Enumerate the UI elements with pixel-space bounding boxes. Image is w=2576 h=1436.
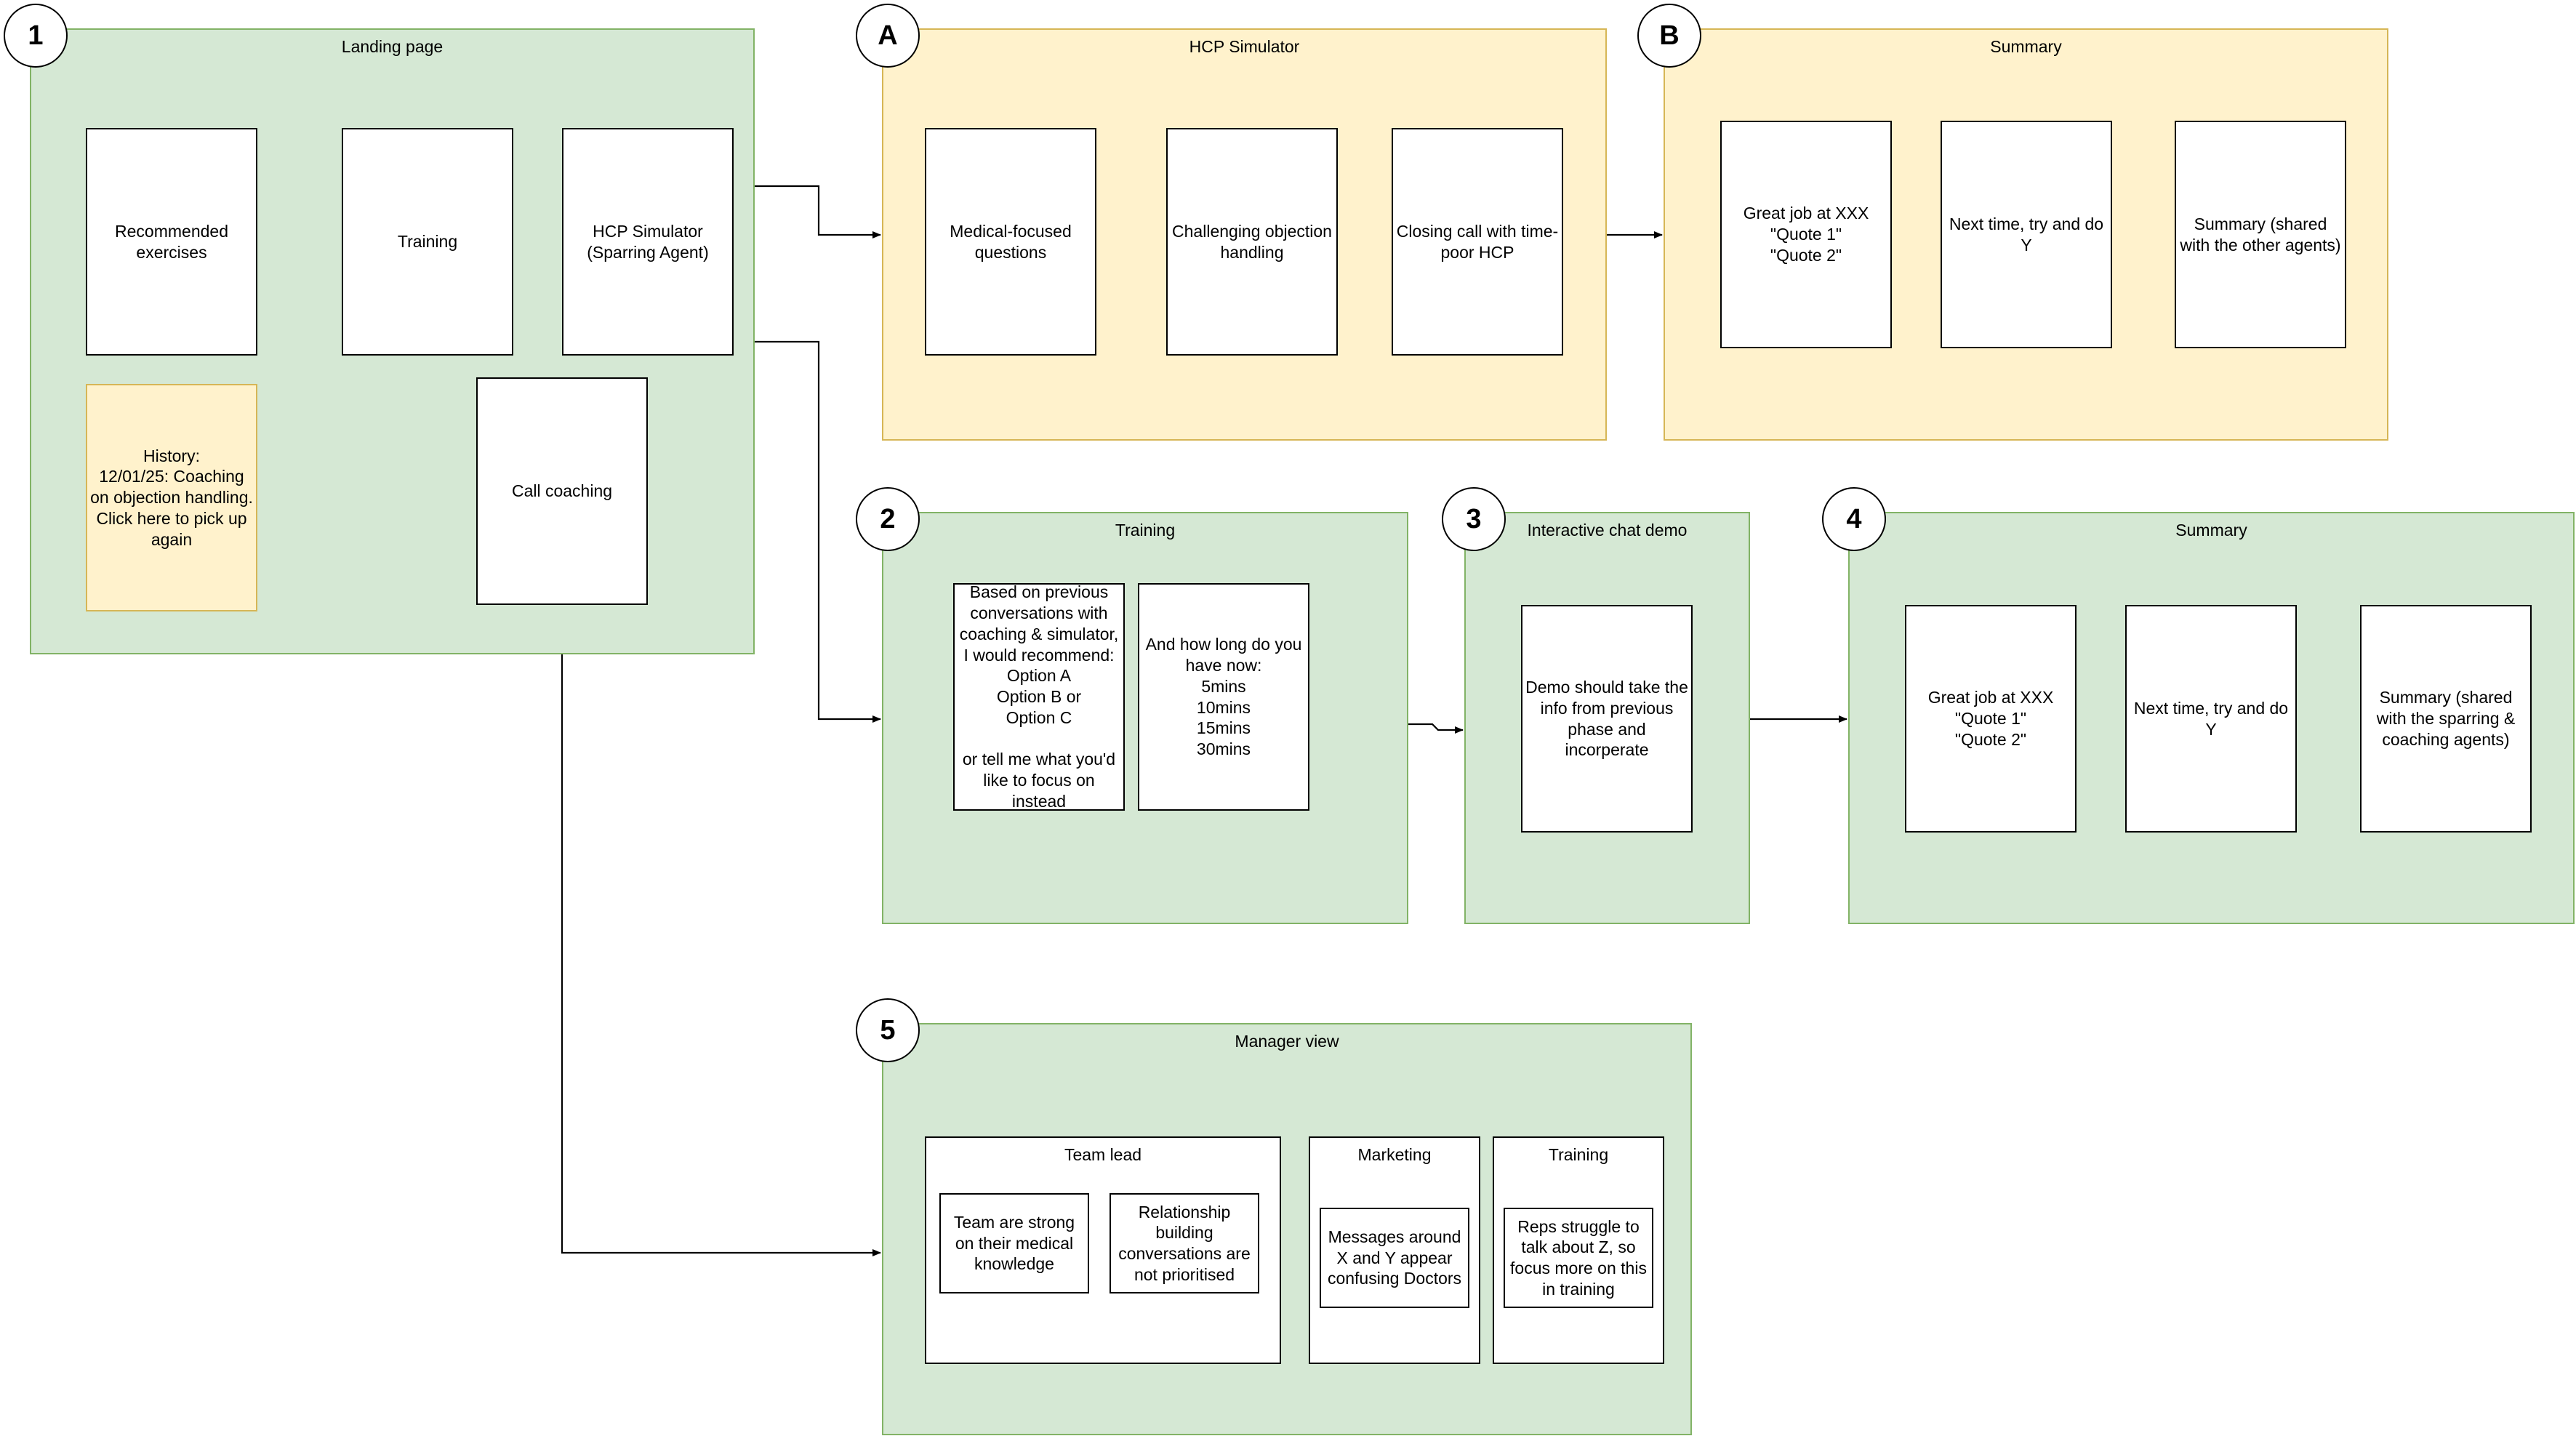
summary-4-next-time-card[interactable]: Next time, try and do Y [2125,605,2297,833]
history-card[interactable]: History: 12/01/25: Coaching on objection… [86,384,257,611]
step-badge-2: 2 [856,487,920,551]
step-badge-3: 3 [1442,487,1506,551]
marketing-title: Marketing [1357,1145,1432,1164]
arrow-training-to-demo [1408,723,1464,734]
team-lead-relationship-card[interactable]: Relationship building conversations are … [1110,1193,1259,1293]
arrow-landing-to-manager [561,654,881,1256]
hcp-simulator-card[interactable]: HCP Simulator (Sparring Agent) [562,128,734,356]
manager-view-title: Manager view [1235,1032,1339,1051]
hcp-simulator-title: HCP Simulator [1189,37,1300,56]
step-badge-4: 4 [1822,487,1886,551]
step-badge-1: 1 [4,4,68,68]
step-badge-a: A [856,4,920,68]
summary-b-shared-card[interactable]: Summary (shared with the other agents) [2175,121,2346,348]
manager-training-insight-card[interactable]: Reps struggle to talk about Z, so focus … [1504,1208,1653,1308]
training-recommendation-card[interactable]: Based on previous conversations with coa… [953,582,1125,811]
arrow-landing-to-hcp [755,185,881,238]
call-coaching-card[interactable]: Call coaching [476,377,648,605]
step-badge-5: 5 [856,998,920,1062]
training-title: Training [1115,521,1176,539]
summary-b-next-time-card[interactable]: Next time, try and do Y [1941,121,2112,348]
marketing-insight-card[interactable]: Messages around X and Y appear confusing… [1320,1208,1469,1308]
recommended-exercises-card[interactable]: Recommended exercises [86,128,257,356]
summary-4-title: Summary [2175,521,2247,539]
chat-demo-title: Interactive chat demo [1527,521,1688,539]
closing-call-card[interactable]: Closing call with time- poor HCP [1392,128,1563,356]
summary-4-great-job-card[interactable]: Great job at XXX "Quote 1" "Quote 2" [1905,605,2077,833]
team-lead-title: Team lead [1064,1145,1142,1164]
landing-page-title: Landing page [341,37,444,56]
summary-b-title: Summary [1990,37,2062,56]
chat-demo-card[interactable]: Demo should take the info from previous … [1521,605,1693,833]
team-lead-strength-card[interactable]: Team are strong on their medical knowled… [939,1193,1089,1293]
objection-handling-card[interactable]: Challenging objection handling [1166,128,1338,356]
training-card[interactable]: Training [342,128,513,356]
medical-questions-card[interactable]: Medical-focused questions [925,128,1096,356]
training-duration-card[interactable]: And how long do you have now: 5mins 10mi… [1138,583,1309,811]
summary-b-great-job-card[interactable]: Great job at XXX "Quote 1" "Quote 2" [1720,121,1892,348]
step-badge-b: B [1637,4,1701,68]
manager-training-title: Training [1548,1145,1609,1164]
summary-4-shared-card[interactable]: Summary (shared with the sparring & coac… [2360,605,2532,833]
